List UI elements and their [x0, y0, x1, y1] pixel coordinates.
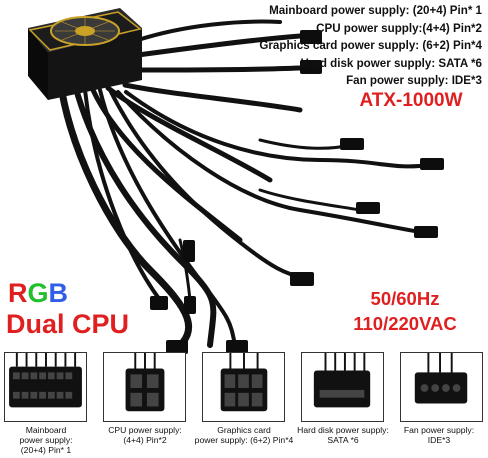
- model-name: ATX-1000W: [359, 90, 463, 111]
- caption-mainboard: Mainboard power supply: (20+4) Pin* 1: [19, 425, 73, 455]
- rgb-label: RGB: [8, 278, 68, 308]
- spec-cpu: CPU power supply:(4+4) Pin*2: [316, 21, 482, 35]
- connector-thumb-sata: [301, 352, 384, 422]
- caption-fan: Fan power supply: IDE*3: [403, 425, 475, 445]
- spec-hard-disk: Hard disk power supply: SATA *6: [300, 56, 482, 70]
- connector-thumb-cpu: [103, 352, 186, 422]
- spec-graphics: Graphics card power supply: (6+2) Pin*4: [259, 39, 482, 53]
- psu-body: [28, 8, 142, 100]
- ide-connector-icon: [414, 353, 468, 404]
- connector-thumb-mainboard: [4, 352, 87, 422]
- frequency-label: 50/60Hz: [370, 288, 440, 309]
- cpu-connector-icon: [125, 353, 165, 412]
- cable-bundle: [56, 19, 432, 354]
- connector-thumb-fan: [400, 352, 483, 422]
- graphics-connector-icon: [220, 353, 268, 412]
- sata-connector-icon: [313, 353, 371, 408]
- rgb-letter-g: G: [27, 278, 49, 308]
- rgb-letter-b: B: [48, 278, 69, 308]
- connector-thumb-graphics: [202, 352, 285, 422]
- cable-connectors: [150, 30, 444, 354]
- spec-fan: Fan power supply: IDE*3: [346, 74, 482, 88]
- caption-hard-disk: Hard disk power supply: SATA *6: [297, 425, 389, 445]
- spec-list: Mainboard power supply: (20+4) Pin* 1 CP…: [220, 2, 482, 90]
- spec-mainboard: Mainboard power supply: (20+4) Pin* 1: [269, 4, 482, 17]
- voltage-label: 110/220VAC: [353, 313, 457, 334]
- caption-cpu: CPU power supply: (4+4) Pin*2: [108, 425, 182, 445]
- caption-graphics: Graphics card power supply: (6+2) Pin*4: [194, 425, 294, 445]
- mainboard-connector-icon: [9, 353, 82, 408]
- dual-cpu-label: Dual CPU: [6, 309, 130, 339]
- rgb-letter-r: R: [8, 278, 28, 308]
